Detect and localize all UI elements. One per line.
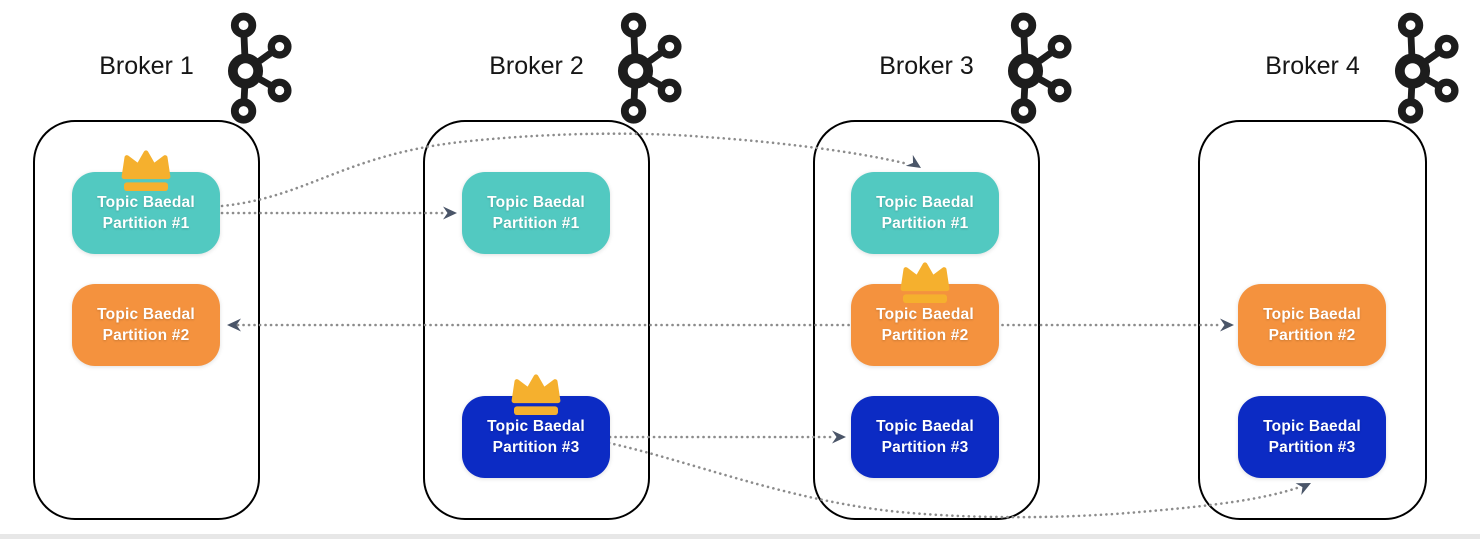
partition-label-line1: Topic Baedal [97, 306, 195, 323]
partition-label-line2: Partition #1 [881, 215, 969, 232]
broker-2-box [423, 120, 650, 520]
kafka-icon [227, 12, 292, 124]
partition-box-broker2-topic-partition1: Topic Baedal Partition #1 [462, 172, 610, 254]
leader-crown-icon [121, 150, 171, 192]
partition-box-broker2-topic-partition3: Topic Baedal Partition #3 [462, 374, 610, 478]
partition-label-line1: Topic Baedal [876, 306, 974, 323]
kafka-icon [1007, 12, 1072, 124]
partition-label-line2: Partition #1 [492, 215, 580, 232]
broker-1-box [33, 120, 260, 520]
kafka-icon [1394, 12, 1459, 124]
partition-label-line1: Topic Baedal [876, 418, 974, 435]
partition-label-line2: Partition #2 [102, 327, 190, 344]
partition-box-broker3-topic-partition2: Topic Baedal Partition #2 [851, 262, 999, 366]
partition-box-broker1-topic-partition2: Topic Baedal Partition #2 [72, 284, 220, 366]
partition-label-line2: Partition #3 [881, 439, 969, 456]
leader-crown-icon [900, 262, 950, 304]
broker-3-box [813, 120, 1040, 520]
partition-label-line1: Topic Baedal [1263, 418, 1361, 435]
broker-4-box [1198, 120, 1427, 520]
partition-box-broker3-topic-partition3: Topic Baedal Partition #3 [851, 396, 999, 478]
partition-label-line2: Partition #1 [102, 215, 190, 232]
partition-label-line1: Topic Baedal [487, 194, 585, 211]
broker-2-title: Broker 2 [489, 52, 584, 80]
partition-box-broker1-topic-partition1: Topic Baedal Partition #1 [72, 150, 220, 254]
partition-box-broker4-topic-partition3: Topic Baedal Partition #3 [1238, 396, 1386, 478]
partition-label-line1: Topic Baedal [487, 418, 585, 435]
broker-3-title: Broker 3 [879, 52, 974, 80]
kafka-icon [617, 12, 682, 124]
broker-4-title: Broker 4 [1265, 52, 1360, 80]
partition-label-line1: Topic Baedal [97, 194, 195, 211]
partition-label-line2: Partition #2 [1268, 327, 1356, 344]
partition-label-line1: Topic Baedal [876, 194, 974, 211]
partition-box-broker3-topic-partition1: Topic Baedal Partition #1 [851, 172, 999, 254]
partition-label-line2: Partition #3 [1268, 439, 1356, 456]
partition-label-line1: Topic Baedal [1263, 306, 1361, 323]
arrowheads [227, 154, 1311, 495]
bottom-edge-strip [0, 534, 1480, 539]
partition-box-broker4-topic-partition2: Topic Baedal Partition #2 [1238, 284, 1386, 366]
leader-crown-icon [511, 374, 561, 416]
partition-label-line2: Partition #2 [881, 327, 969, 344]
broker-1-title: Broker 1 [99, 52, 194, 80]
partition-label-line2: Partition #3 [492, 439, 580, 456]
